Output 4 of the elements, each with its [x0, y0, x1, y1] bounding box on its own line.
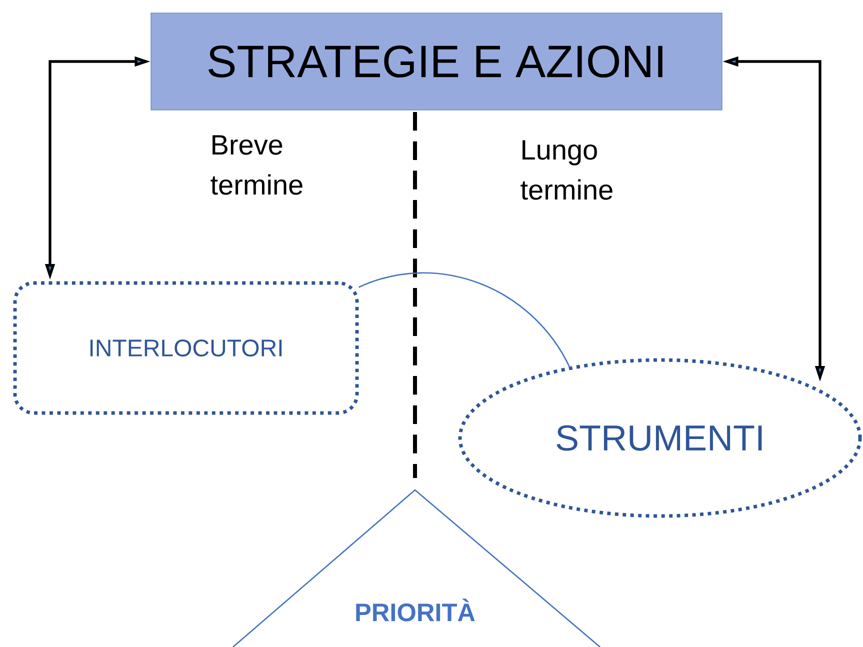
dotted-box: INTERLOCUTORI — [13, 281, 359, 415]
connector — [358, 272, 571, 368]
title-box: STRATEGIE E AZIONI — [150, 12, 722, 110]
text-label: Lungo termine — [520, 140, 612, 200]
